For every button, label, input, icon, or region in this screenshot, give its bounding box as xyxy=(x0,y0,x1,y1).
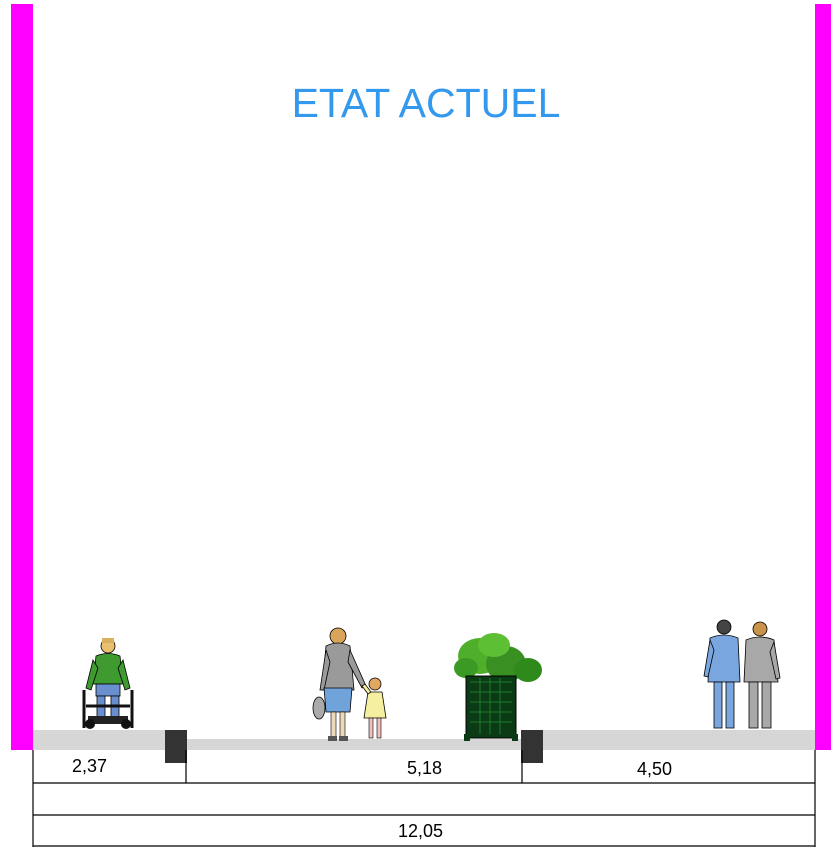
dimension-roadway: 5,18 xyxy=(407,758,443,778)
couple-walking-icon xyxy=(703,619,781,729)
right-facade-wall xyxy=(815,4,831,750)
left-facade-wall xyxy=(11,4,33,750)
wheelchair-user-icon xyxy=(82,638,134,729)
dimension-left-sidewalk: 2,37 xyxy=(72,756,108,776)
right-curb xyxy=(521,730,543,763)
right-sidewalk xyxy=(543,730,815,750)
woman-with-child-icon xyxy=(312,627,387,741)
planter-icon xyxy=(454,633,542,741)
left-curb xyxy=(165,730,187,763)
page-title: ETAT ACTUEL xyxy=(291,80,561,126)
dimension-right-sidewalk: 4,50 xyxy=(637,759,673,779)
roadway xyxy=(187,739,521,750)
left-sidewalk xyxy=(33,730,165,750)
dimension-lines xyxy=(32,750,816,847)
dimension-total: 12,05 xyxy=(398,821,444,841)
